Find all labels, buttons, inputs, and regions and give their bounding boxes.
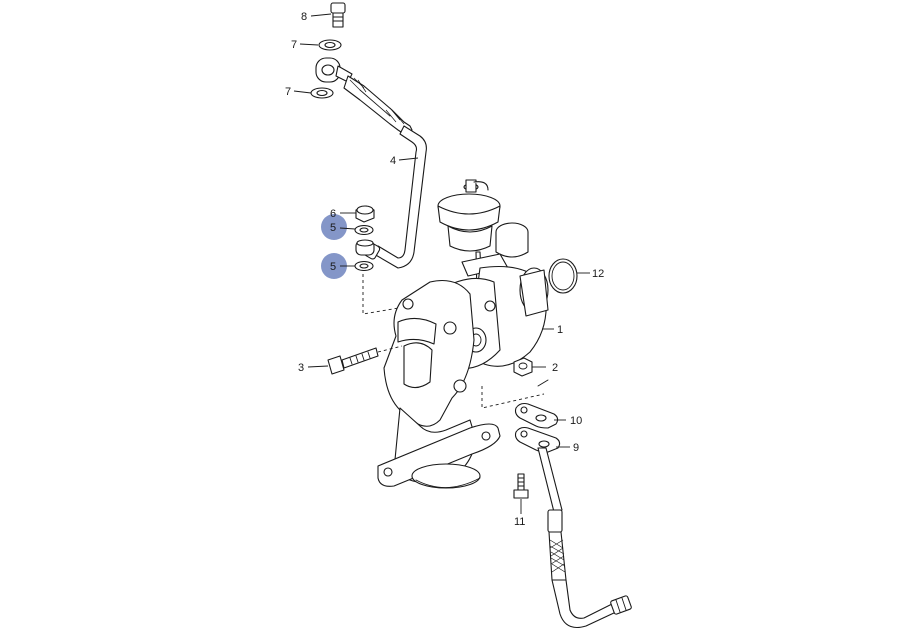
part-1-turbocharger[interactable] xyxy=(377,179,549,489)
part-3-bolt[interactable] xyxy=(327,345,403,375)
part-2-nut[interactable] xyxy=(513,357,533,377)
part-7-washer-upper[interactable] xyxy=(318,39,342,51)
callout-7-upper: 7 xyxy=(291,39,297,51)
part-11-bolt[interactable] xyxy=(513,473,529,499)
callout-12: 12 xyxy=(592,268,604,280)
callout-11: 11 xyxy=(514,516,525,528)
callout-8: 8 xyxy=(301,11,307,23)
assembly-line-oil xyxy=(362,274,471,315)
callout-2: 2 xyxy=(552,362,558,374)
part-7-washer-lower[interactable] xyxy=(310,87,334,99)
callout-10: 10 xyxy=(570,415,582,427)
callout-3: 3 xyxy=(298,362,304,374)
highlight-marker-5-upper[interactable] xyxy=(321,214,347,240)
callout-5-lower: 5 xyxy=(330,261,336,273)
part-8-banjo-bolt[interactable] xyxy=(330,2,346,28)
union-fitting xyxy=(355,239,375,256)
callout-5-upper: 5 xyxy=(330,222,336,234)
callout-7-lower: 7 xyxy=(285,86,291,98)
part-10-gasket[interactable] xyxy=(514,402,559,429)
leader-lines xyxy=(293,13,590,514)
part-4-oil-feed-line[interactable] xyxy=(343,75,427,269)
callout-6: 6 xyxy=(330,208,336,220)
callout-9: 9 xyxy=(573,442,579,454)
tick-mark xyxy=(537,379,549,387)
part-12-o-ring[interactable] xyxy=(548,258,578,294)
part-6-cap-nut[interactable] xyxy=(355,205,375,223)
part-5-seal-upper[interactable] xyxy=(354,224,374,236)
part-9-oil-return-line[interactable] xyxy=(514,426,632,629)
part-5-seal-lower[interactable] xyxy=(354,260,374,272)
assembly-line-drain xyxy=(481,386,545,409)
highlight-marker-5-lower[interactable] xyxy=(321,253,347,279)
callout-4: 4 xyxy=(390,155,396,167)
callout-1: 1 xyxy=(557,324,563,336)
banjo-fitting xyxy=(315,57,353,83)
